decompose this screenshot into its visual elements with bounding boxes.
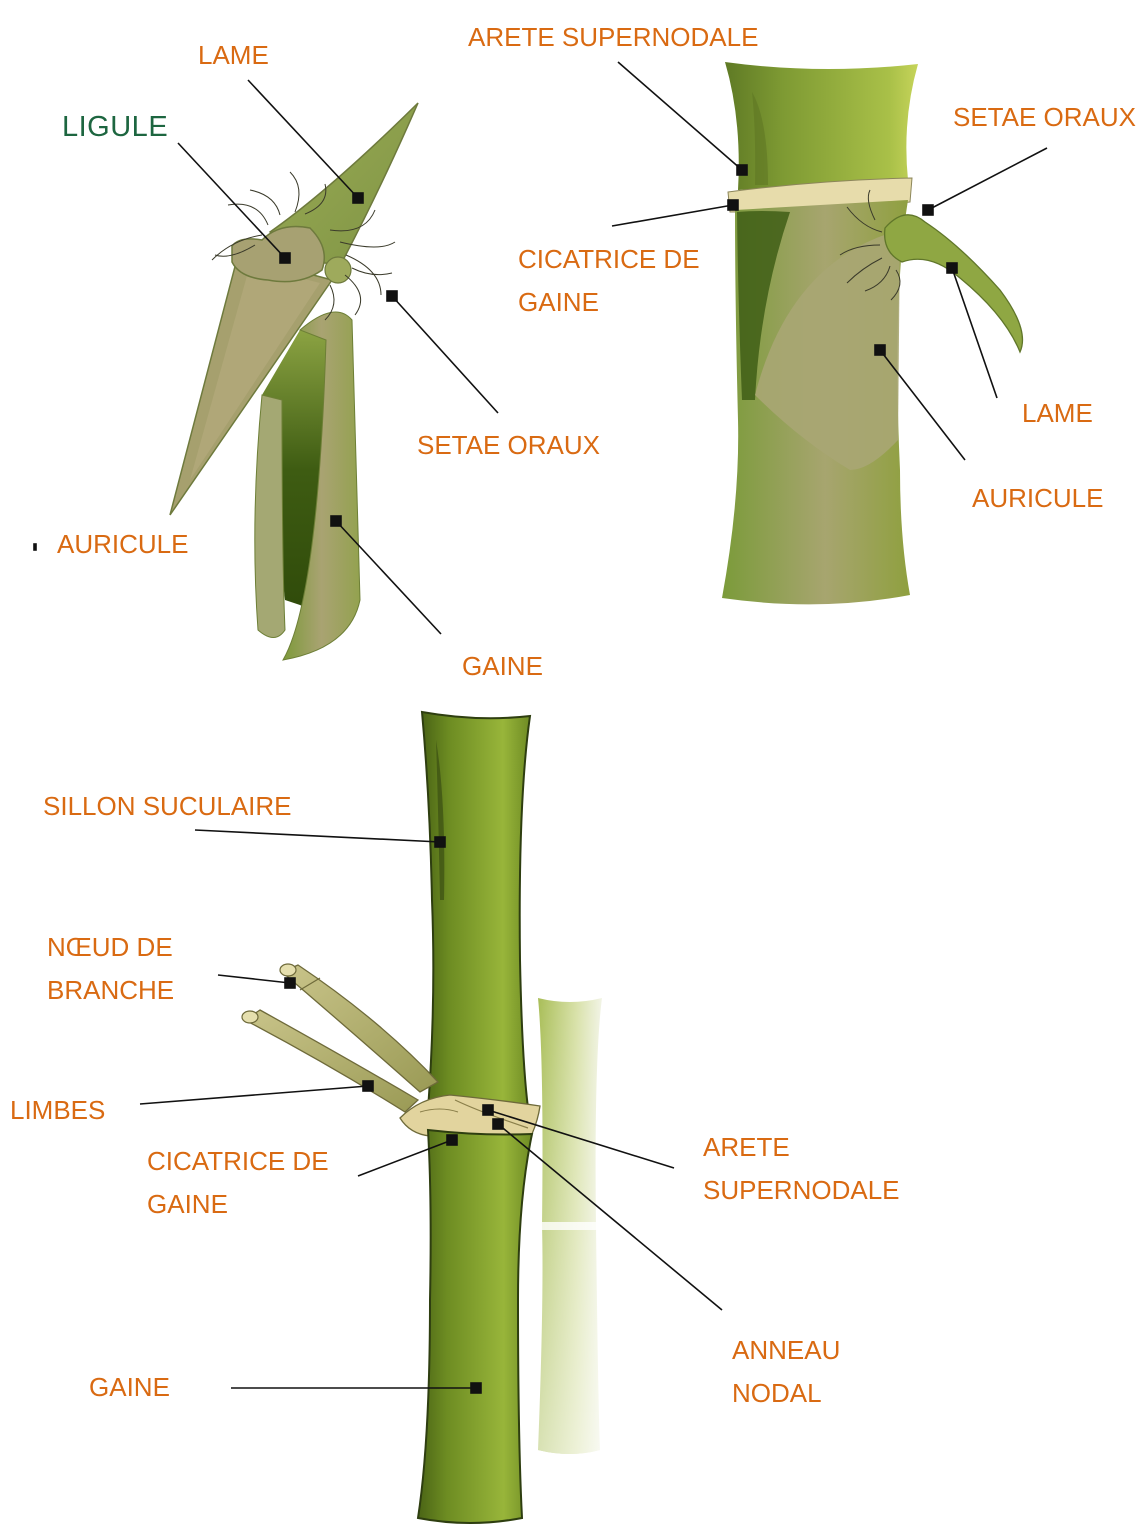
label-gaine-top: GAINE [462, 645, 543, 688]
label-setae-right-text: SETAE ORAUX [953, 96, 1136, 139]
label-arete-top: ARETE SUPERNODALE [468, 16, 758, 59]
label-anneau: ANNEAU NODAL [732, 1329, 840, 1415]
label-gaine-bottom-text: GAINE [89, 1366, 170, 1409]
figure-bottom [242, 712, 602, 1523]
figure-top-left [170, 103, 418, 660]
label-cicatrice-bottom-line2: GAINE [147, 1183, 329, 1226]
label-cicatrice-top: CICATRICE DE GAINE [518, 238, 700, 324]
label-gaine-top-text: GAINE [462, 645, 543, 688]
label-setae-left: SETAE ORAUX [417, 424, 600, 467]
main-lower-culm [418, 1130, 532, 1523]
label-sillon-text: SILLON SUCULAIRE [43, 785, 292, 828]
label-setae-left-text: SETAE ORAUX [417, 424, 600, 467]
label-anneau-line2: NODAL [732, 1372, 840, 1415]
label-noeud-line2: BRANCHE [47, 969, 174, 1012]
label-auricule-right: AURICULE [972, 477, 1103, 520]
label-anneau-line1: ANNEAU [732, 1329, 840, 1372]
label-gaine-bottom: GAINE [89, 1366, 170, 1409]
label-noeud: NŒUD DE BRANCHE [47, 926, 174, 1012]
label-auricule-right-text: AURICULE [972, 477, 1103, 520]
label-noeud-line1: NŒUD DE [47, 926, 174, 969]
label-auricule-left-text: AURICULE [57, 523, 188, 566]
upper-culm [725, 62, 918, 190]
label-sillon: SILLON SUCULAIRE [43, 785, 292, 828]
label-arete-bottom: ARETE SUPERNODALE [703, 1126, 900, 1212]
label-limbes: LIMBES [10, 1089, 105, 1132]
label-arete-bottom-line2: SUPERNODALE [703, 1169, 900, 1212]
label-ligule-text: LIGULE [62, 106, 168, 149]
label-lame-right: LAME [1022, 392, 1093, 435]
label-ligule: LIGULE [62, 106, 168, 149]
label-setae-right: SETAE ORAUX [953, 96, 1136, 139]
label-limbes-text: LIMBES [10, 1089, 105, 1132]
right-blade [885, 215, 1023, 352]
label-lame-left: LAME [198, 34, 269, 77]
label-cicatrice-top-line2: GAINE [518, 281, 700, 324]
label-lame-right-text: LAME [1022, 392, 1093, 435]
label-cicatrice-bottom: CICATRICE DE GAINE [147, 1140, 329, 1226]
label-auricule-left: AURICULE [57, 523, 188, 566]
label-lame-left-text: LAME [198, 34, 269, 77]
branches [242, 964, 438, 1112]
sheath-edge [255, 395, 285, 638]
label-cicatrice-bottom-line1: CICATRICE DE [147, 1140, 329, 1183]
ligule-shape [232, 227, 324, 282]
label-arete-top-text: ARETE SUPERNODALE [468, 16, 758, 59]
label-cicatrice-top-line1: CICATRICE DE [518, 238, 700, 281]
label-arete-bottom-line1: ARETE [703, 1126, 900, 1169]
figure-top-right [722, 62, 1023, 604]
